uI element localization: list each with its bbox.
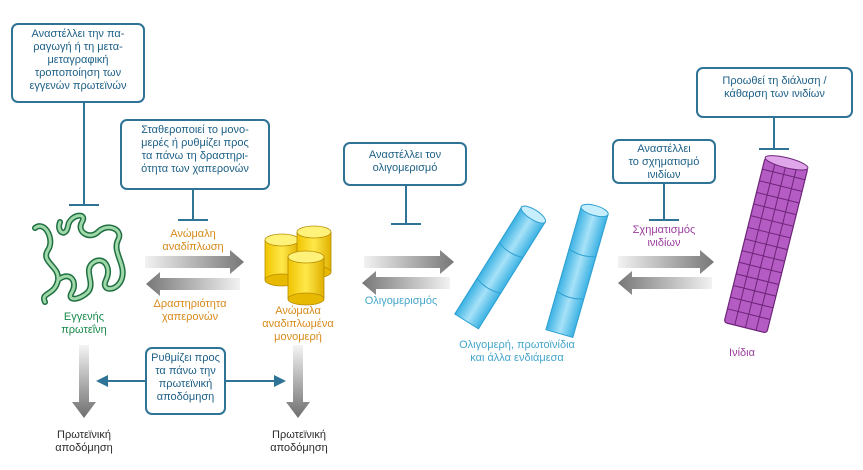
label-degradation-right: Πρωτεϊνική αποδόμηση (270, 429, 328, 454)
fibril-structure (724, 155, 809, 334)
oligomer-tube-2 (545, 203, 609, 338)
arrow-fibril-reverse (618, 271, 712, 295)
label-misfolded-monomers: Ανώμαλα αναδιπλωμένα μονομερή (262, 305, 334, 343)
misfolded-monomer-cylinders (264, 225, 332, 306)
label-degradation-left: Πρωτεϊνική αποδόμηση (55, 429, 113, 454)
box-stabilize-monomers: Σταθεροποιεί το μονο- μερές ή ρυθμίζει π… (120, 119, 270, 190)
arrow-misfolding (145, 250, 244, 274)
label-misfolding: Ανώμαλη αναδίπλωση (162, 228, 224, 253)
label-fibrils: Ινίδια (729, 347, 755, 359)
box-inhibit-transcription: Αναστέλλει την πα- ραγωγή ή τη μετα- μετ… (11, 23, 145, 103)
native-protein-shape (32, 212, 126, 305)
label-native-protein: Εγγενής πρωτεΐνη (61, 311, 107, 336)
inhibition-bar-oligomerization (391, 186, 421, 225)
label-chaperone-activity: Δραστηριότητα χαπερονών (153, 298, 227, 323)
arrow-oligomerization-forward (364, 250, 454, 274)
inhibition-bar-transcription (69, 103, 99, 206)
arrow-fibril-forward (618, 250, 714, 274)
arrow-degradation-right (286, 345, 310, 418)
arrow-degradation-left (72, 345, 96, 418)
arrow-chaperone-activity (146, 272, 240, 296)
arrow-regulate-left (96, 375, 145, 387)
oligomer-tube-1 (454, 205, 547, 330)
box-regulate-degradation: Ρυθμίζει προς τα πάνω την πρωτεϊνική απο… (145, 347, 226, 415)
inhibition-bar-fibril-formation (649, 184, 679, 221)
arrow-regulate-right (226, 375, 286, 387)
label-oligomers: Ολιγομερή, πρωτοϊνίδια και άλλα ενδιάμεσ… (459, 339, 575, 364)
box-promote-fibril-clearance: Προωθεί τη διάλυση / κάθαρση των ινιδίων (696, 67, 853, 118)
arrow-oligomerization-reverse (362, 271, 450, 295)
inhibition-bar-stabilize (178, 190, 208, 221)
box-inhibit-fibril-formation: Αναστέλλει το σχηματισμό ινιδίων (612, 139, 716, 184)
inhibition-bar-fibril-clearance (759, 118, 789, 150)
label-fibril-formation: Σχηματισμός ινιδίων (632, 224, 696, 249)
box-inhibit-oligomerization: Αναστέλλει τον ολιγομερισμό (343, 142, 467, 186)
label-oligomerization: Ολιγομερισμός (364, 295, 438, 307)
